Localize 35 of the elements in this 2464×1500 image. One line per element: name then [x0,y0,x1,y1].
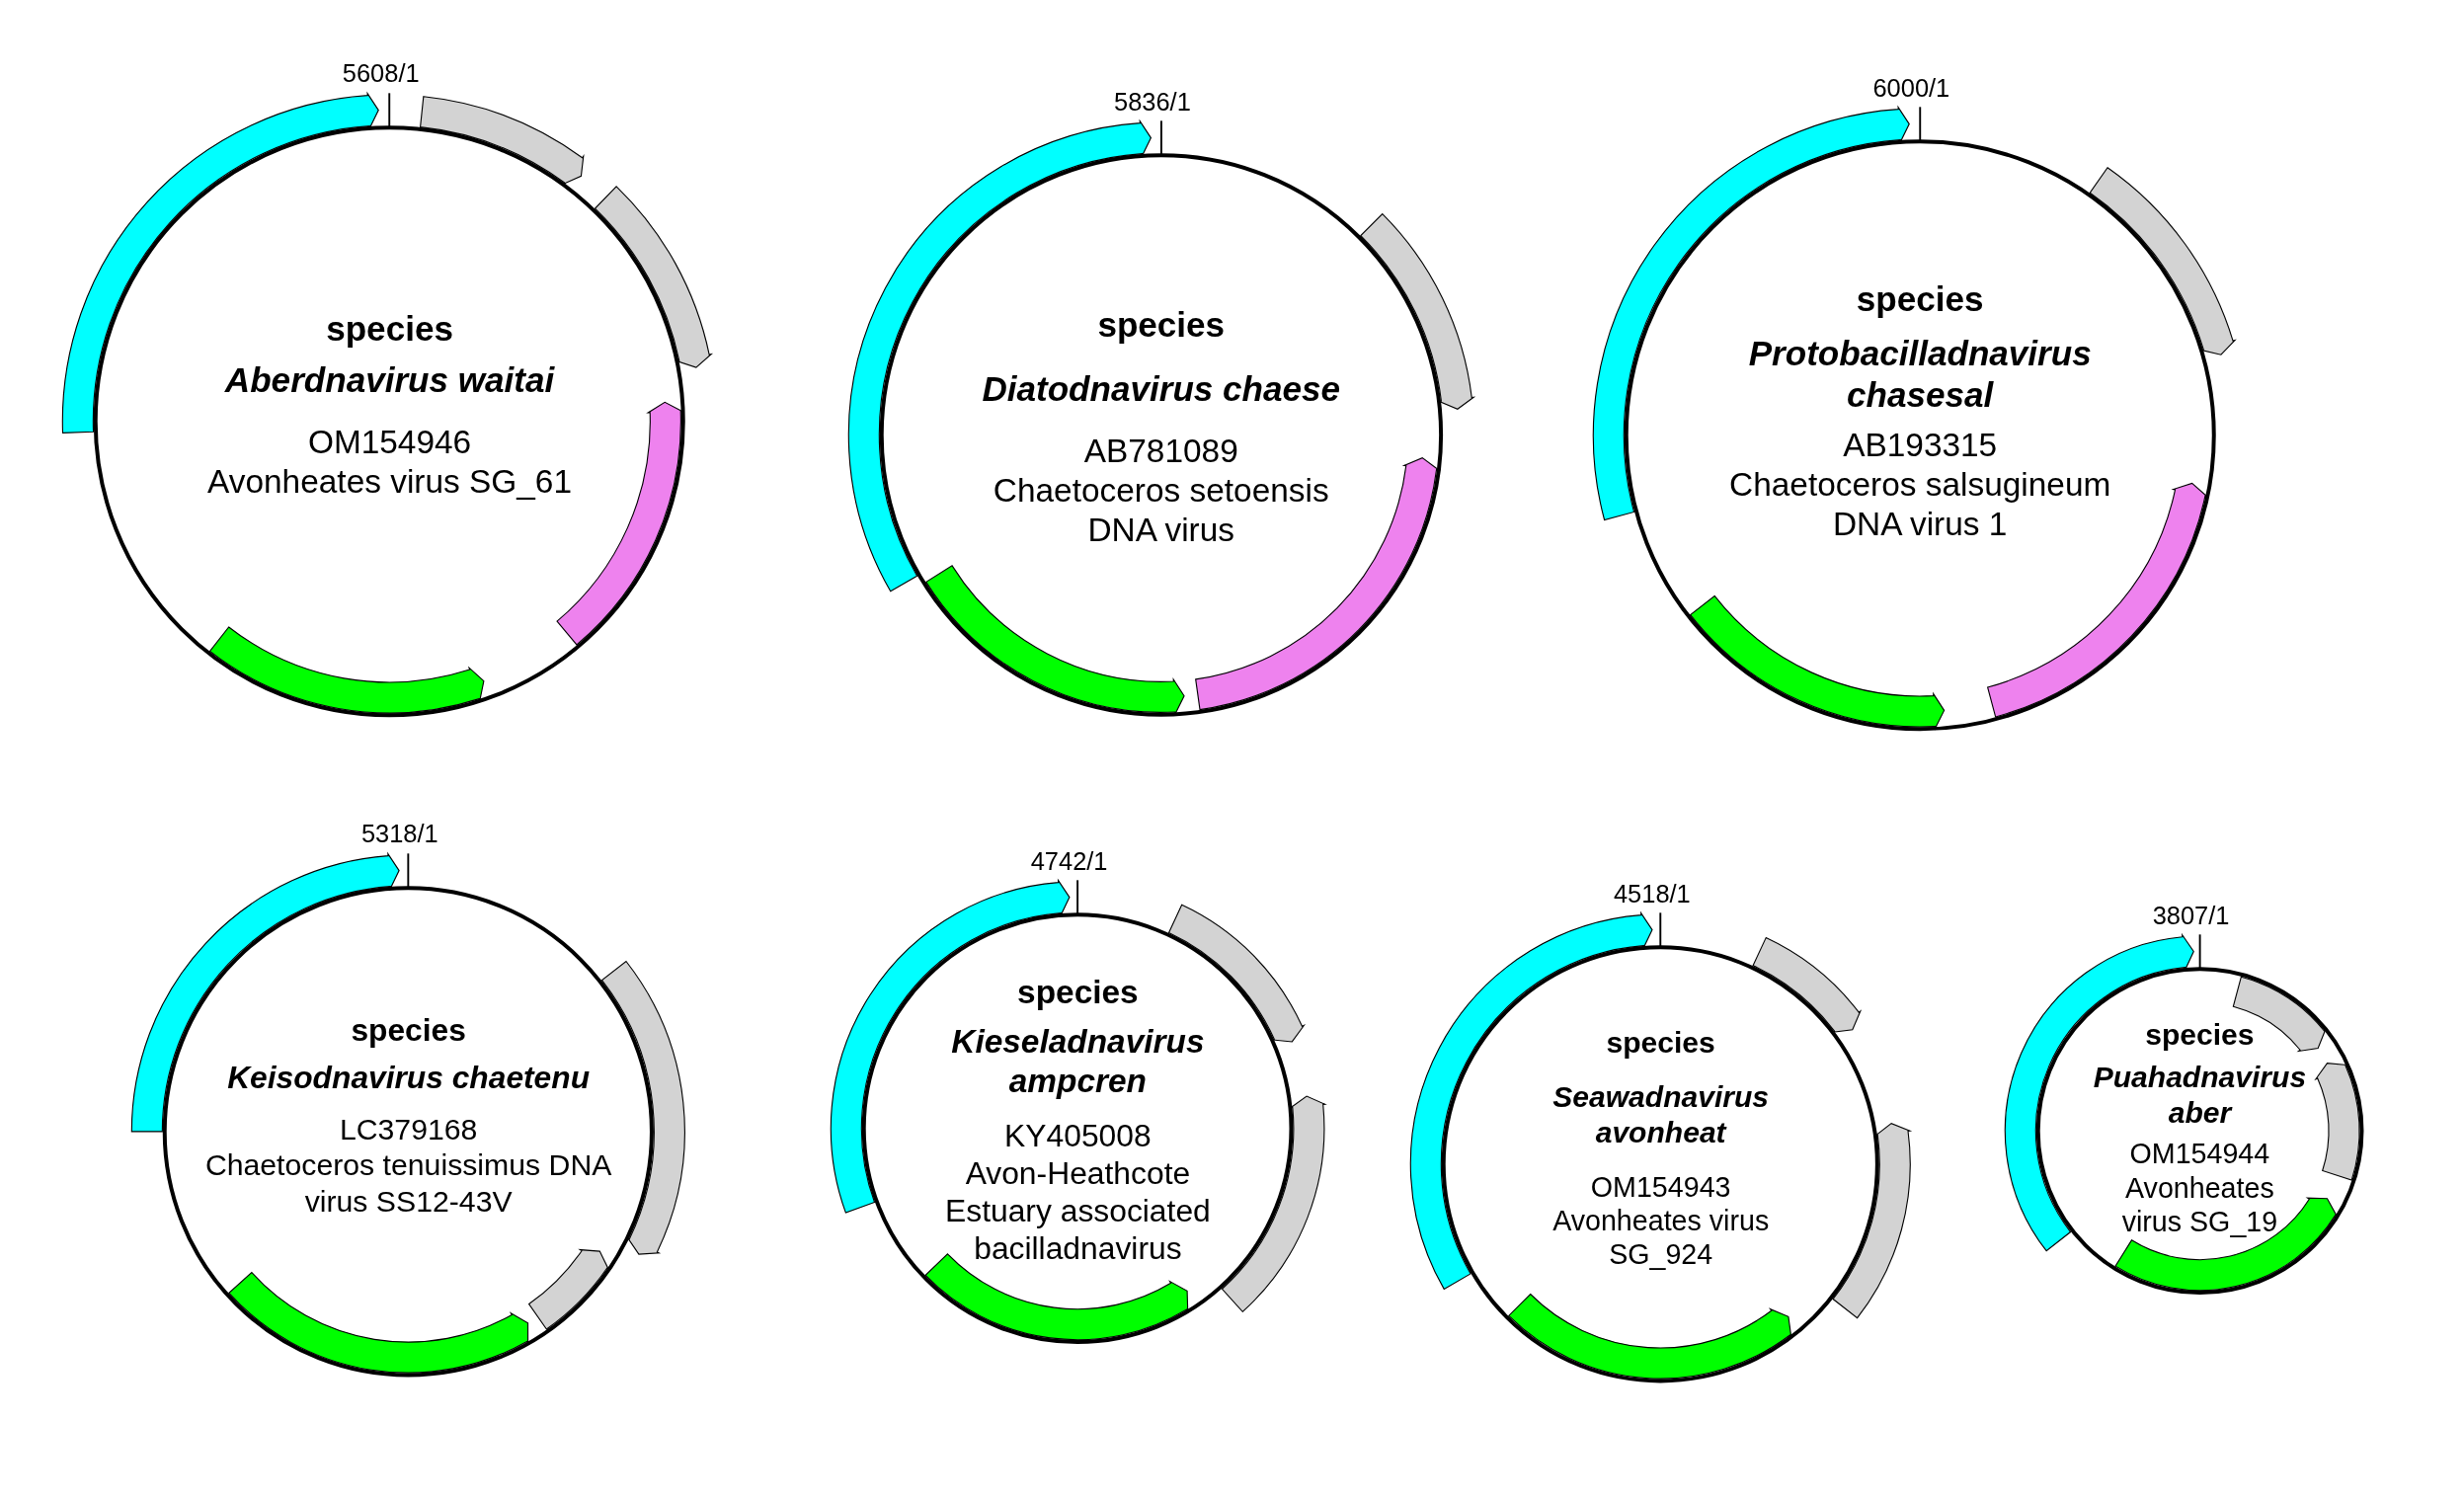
virus-name: Chaetoceros salsugineum DNA virus 1 [1728,465,2112,545]
genome-position-label: 5608/1 [342,59,420,89]
species-name: Seawadnavirus avonheat [1551,1079,1771,1151]
taxon-rank-label: species [1097,304,1226,347]
accession-number: OM154946 [307,423,472,463]
species-name: Puahadnavirus aber [2093,1059,2307,1131]
virus-name: Avon-Heathcote Estuary associated bacilladnavirus [944,1154,1212,1268]
virus-name: Chaetoceros tenuissimus DNA virus SS12-43V [203,1147,613,1220]
genome-position-label: 3807/1 [2152,902,2230,931]
virus-name: Avonheates virus SG_19 [2120,1170,2279,1239]
taxon-rank-label: species [1017,973,1139,1013]
accession-number: OM154943 [1590,1169,1731,1204]
taxon-rank-label: species [1856,278,1984,321]
accession-number: OM154944 [2129,1137,2270,1171]
taxon-rank-label: species [326,308,453,351]
accession-number: AB781089 [1083,431,1238,471]
genome-position-label: 5318/1 [360,820,438,849]
species-name: Keisodnavirus chaetenu [227,1059,591,1097]
accession-number: KY405008 [1004,1116,1152,1154]
virus-name: Chaetoceros setoensis DNA virus [992,471,1330,551]
species-name: Diatodnavirus chaese [982,367,1341,410]
taxon-rank-label: species [351,1011,466,1050]
taxon-rank-label: species [2145,1017,2255,1054]
species-name: Kieseladnavirus ampcren [950,1021,1206,1101]
virus-name: Avonheates virus SG_924 [1551,1204,1771,1272]
genome-position-label: 4742/1 [1030,846,1108,876]
genome-position-label: 5836/1 [1114,88,1191,118]
taxon-rank-label: species [1606,1025,1715,1062]
species-name: Aberdnavirus waitai [224,359,555,401]
accession-number: AB193315 [1843,425,1998,465]
accession-number: LC379168 [339,1111,478,1147]
genome-position-label: 6000/1 [1872,73,1950,103]
genome-position-label: 4518/1 [1613,879,1691,908]
species-name: Protobacilladnavirus chasesal [1747,333,2093,417]
virus-name: Avonheates virus SG_61 [207,462,572,503]
